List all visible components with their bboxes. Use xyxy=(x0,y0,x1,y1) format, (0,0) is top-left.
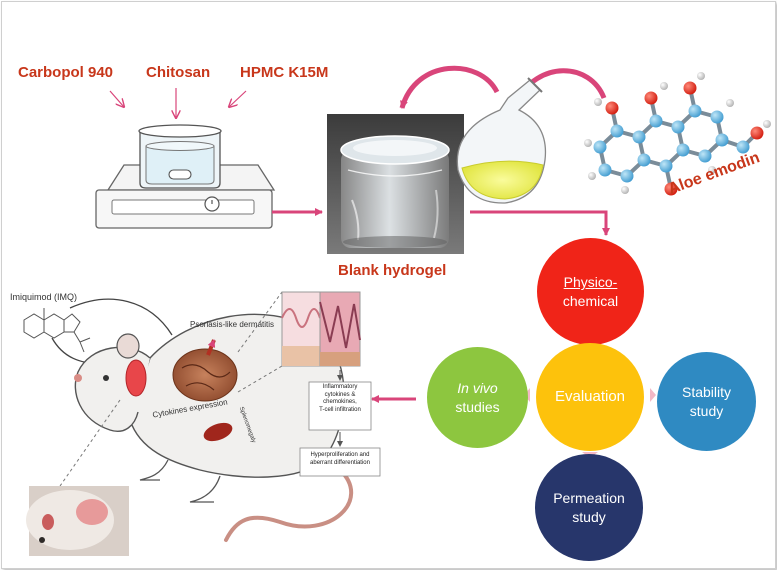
histology-normal-image xyxy=(281,291,321,367)
polymer-label-carbopol: Carbopol 940 xyxy=(18,64,114,81)
flow-step-1-line: T-cell infiltration xyxy=(319,406,361,413)
polymer-label-chitosan: Chitosan xyxy=(146,64,211,81)
psoriasis-label: Psoriasis-like dermatitis xyxy=(190,320,275,329)
histology-psoriasis-image xyxy=(319,291,361,367)
flow-step-2-line: aberrant differentiation xyxy=(310,459,370,466)
flow-step-1-line: Inflammatory xyxy=(322,384,358,390)
physicochemical-line-1: Physico- xyxy=(563,274,618,291)
physicochemical-line-2: chemical xyxy=(562,292,619,309)
permeation-line-2: study xyxy=(572,508,606,525)
physicochemical-circle: Physico- chemical xyxy=(537,238,644,345)
flask-icon xyxy=(456,77,547,204)
flow-step-1-line: cytokines & xyxy=(324,391,356,398)
beaker-icon xyxy=(138,124,222,189)
flow-box-hyperproliferation xyxy=(299,447,381,477)
flow-step-1-line: chemokines, xyxy=(323,399,357,405)
permeation-line-1: Permeation xyxy=(553,490,625,507)
invivo-circle: In vivo studies xyxy=(427,347,528,448)
zoom-line-histology xyxy=(237,291,283,393)
arrow-flask-to-hydrogel xyxy=(399,65,500,109)
arrow-hpmc xyxy=(229,90,247,107)
stirrer-icon xyxy=(95,164,276,229)
flow-step-2-text: Hyperproliferation and aberrant differen… xyxy=(301,452,379,467)
evaluation-circle: Evaluation xyxy=(536,343,644,451)
stability-line-2: study xyxy=(689,402,724,419)
flow-box-inflammation xyxy=(308,381,372,431)
invivo-line-2: studies xyxy=(455,398,500,415)
hydrogel-jar-image xyxy=(327,114,464,254)
invivo-line-1: In vivo xyxy=(457,380,498,397)
stability-circle: Stability study xyxy=(657,352,756,451)
imiquimod-structure-icon xyxy=(23,308,91,353)
flow-step-2-line: Hyperproliferation and xyxy=(310,452,370,458)
aloe-emodin-molecule-icon xyxy=(584,72,771,196)
evaluation-label: Evaluation xyxy=(554,388,626,406)
flow-step-1-text: Inflammatory cytokines & chemokines, T-c… xyxy=(310,384,370,414)
imq-pointer-line xyxy=(69,298,173,336)
connector-evaluation-stability xyxy=(650,388,656,402)
mouse-photo-image xyxy=(26,486,129,556)
blank-hydrogel-label: Blank hydrogel xyxy=(338,262,447,279)
permeation-circle: Permeation study xyxy=(535,454,643,561)
stability-line-1: Stability xyxy=(681,384,732,401)
imq-label: Imiquimod (IMQ) xyxy=(10,292,78,302)
arrow-hydrogel-to-evaluation xyxy=(470,210,610,236)
arrow-carbopol xyxy=(109,90,124,107)
polymer-label-hpmc: HPMC K15M xyxy=(240,64,329,81)
